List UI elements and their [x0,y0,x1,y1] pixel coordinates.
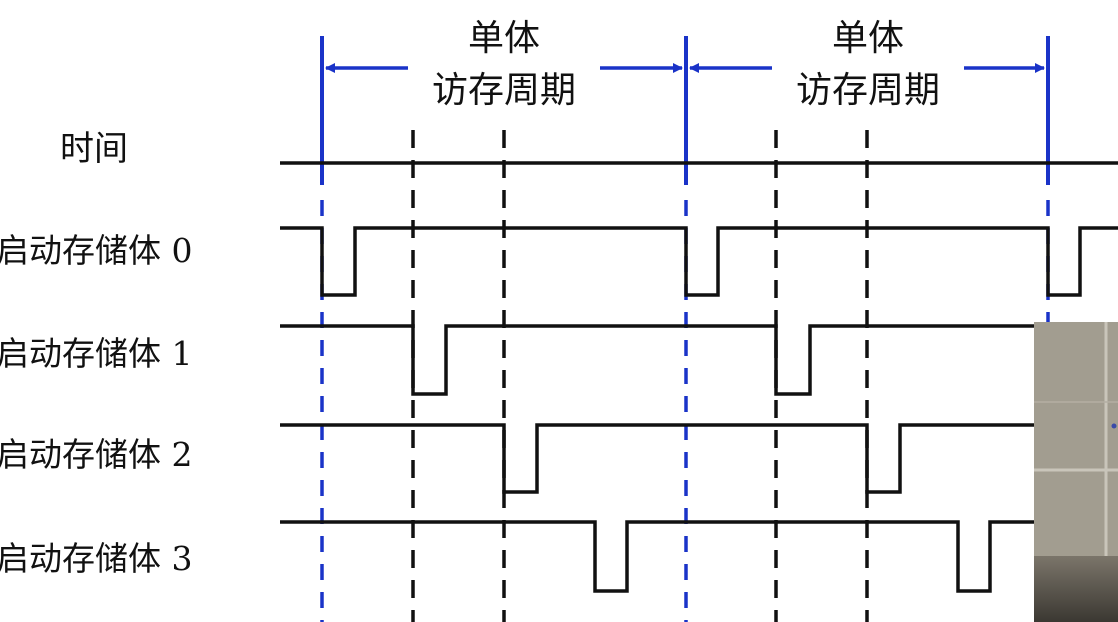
bank-signals [280,226,1118,593]
period-label-line1: 单体 [468,18,540,59]
signal-bank-1 [280,324,1118,396]
cycle-boundaries [320,36,1050,622]
video-dot [1111,423,1117,429]
bank-labels: 启动存储体 0 启动存储体 1 启动存储体 2 启动存储体 3 [0,231,193,578]
bank-label-1: 启动存储体 1 [0,334,193,373]
video-floor [1034,556,1118,622]
period-labels: 单体 访存周期 单体 访存周期 [432,18,940,111]
video-overlay [1034,322,1118,622]
signal-bank-2 [280,423,1118,494]
period-label-line1: 单体 [832,18,904,59]
quarter-divider-lines [411,130,869,622]
period-label-line2: 访存周期 [796,70,940,111]
video-wall [1034,322,1118,558]
time-label: 时间 [60,129,128,169]
time-axis: 时间 [60,129,1118,169]
period-label-line2: 访存周期 [432,70,576,111]
bank-label-3: 启动存储体 3 [0,539,193,578]
signal-bank-0 [280,226,1118,297]
signal-bank-3 [280,520,1118,593]
bank-label-0: 启动存储体 0 [0,231,193,270]
bank-label-2: 启动存储体 2 [0,435,193,474]
